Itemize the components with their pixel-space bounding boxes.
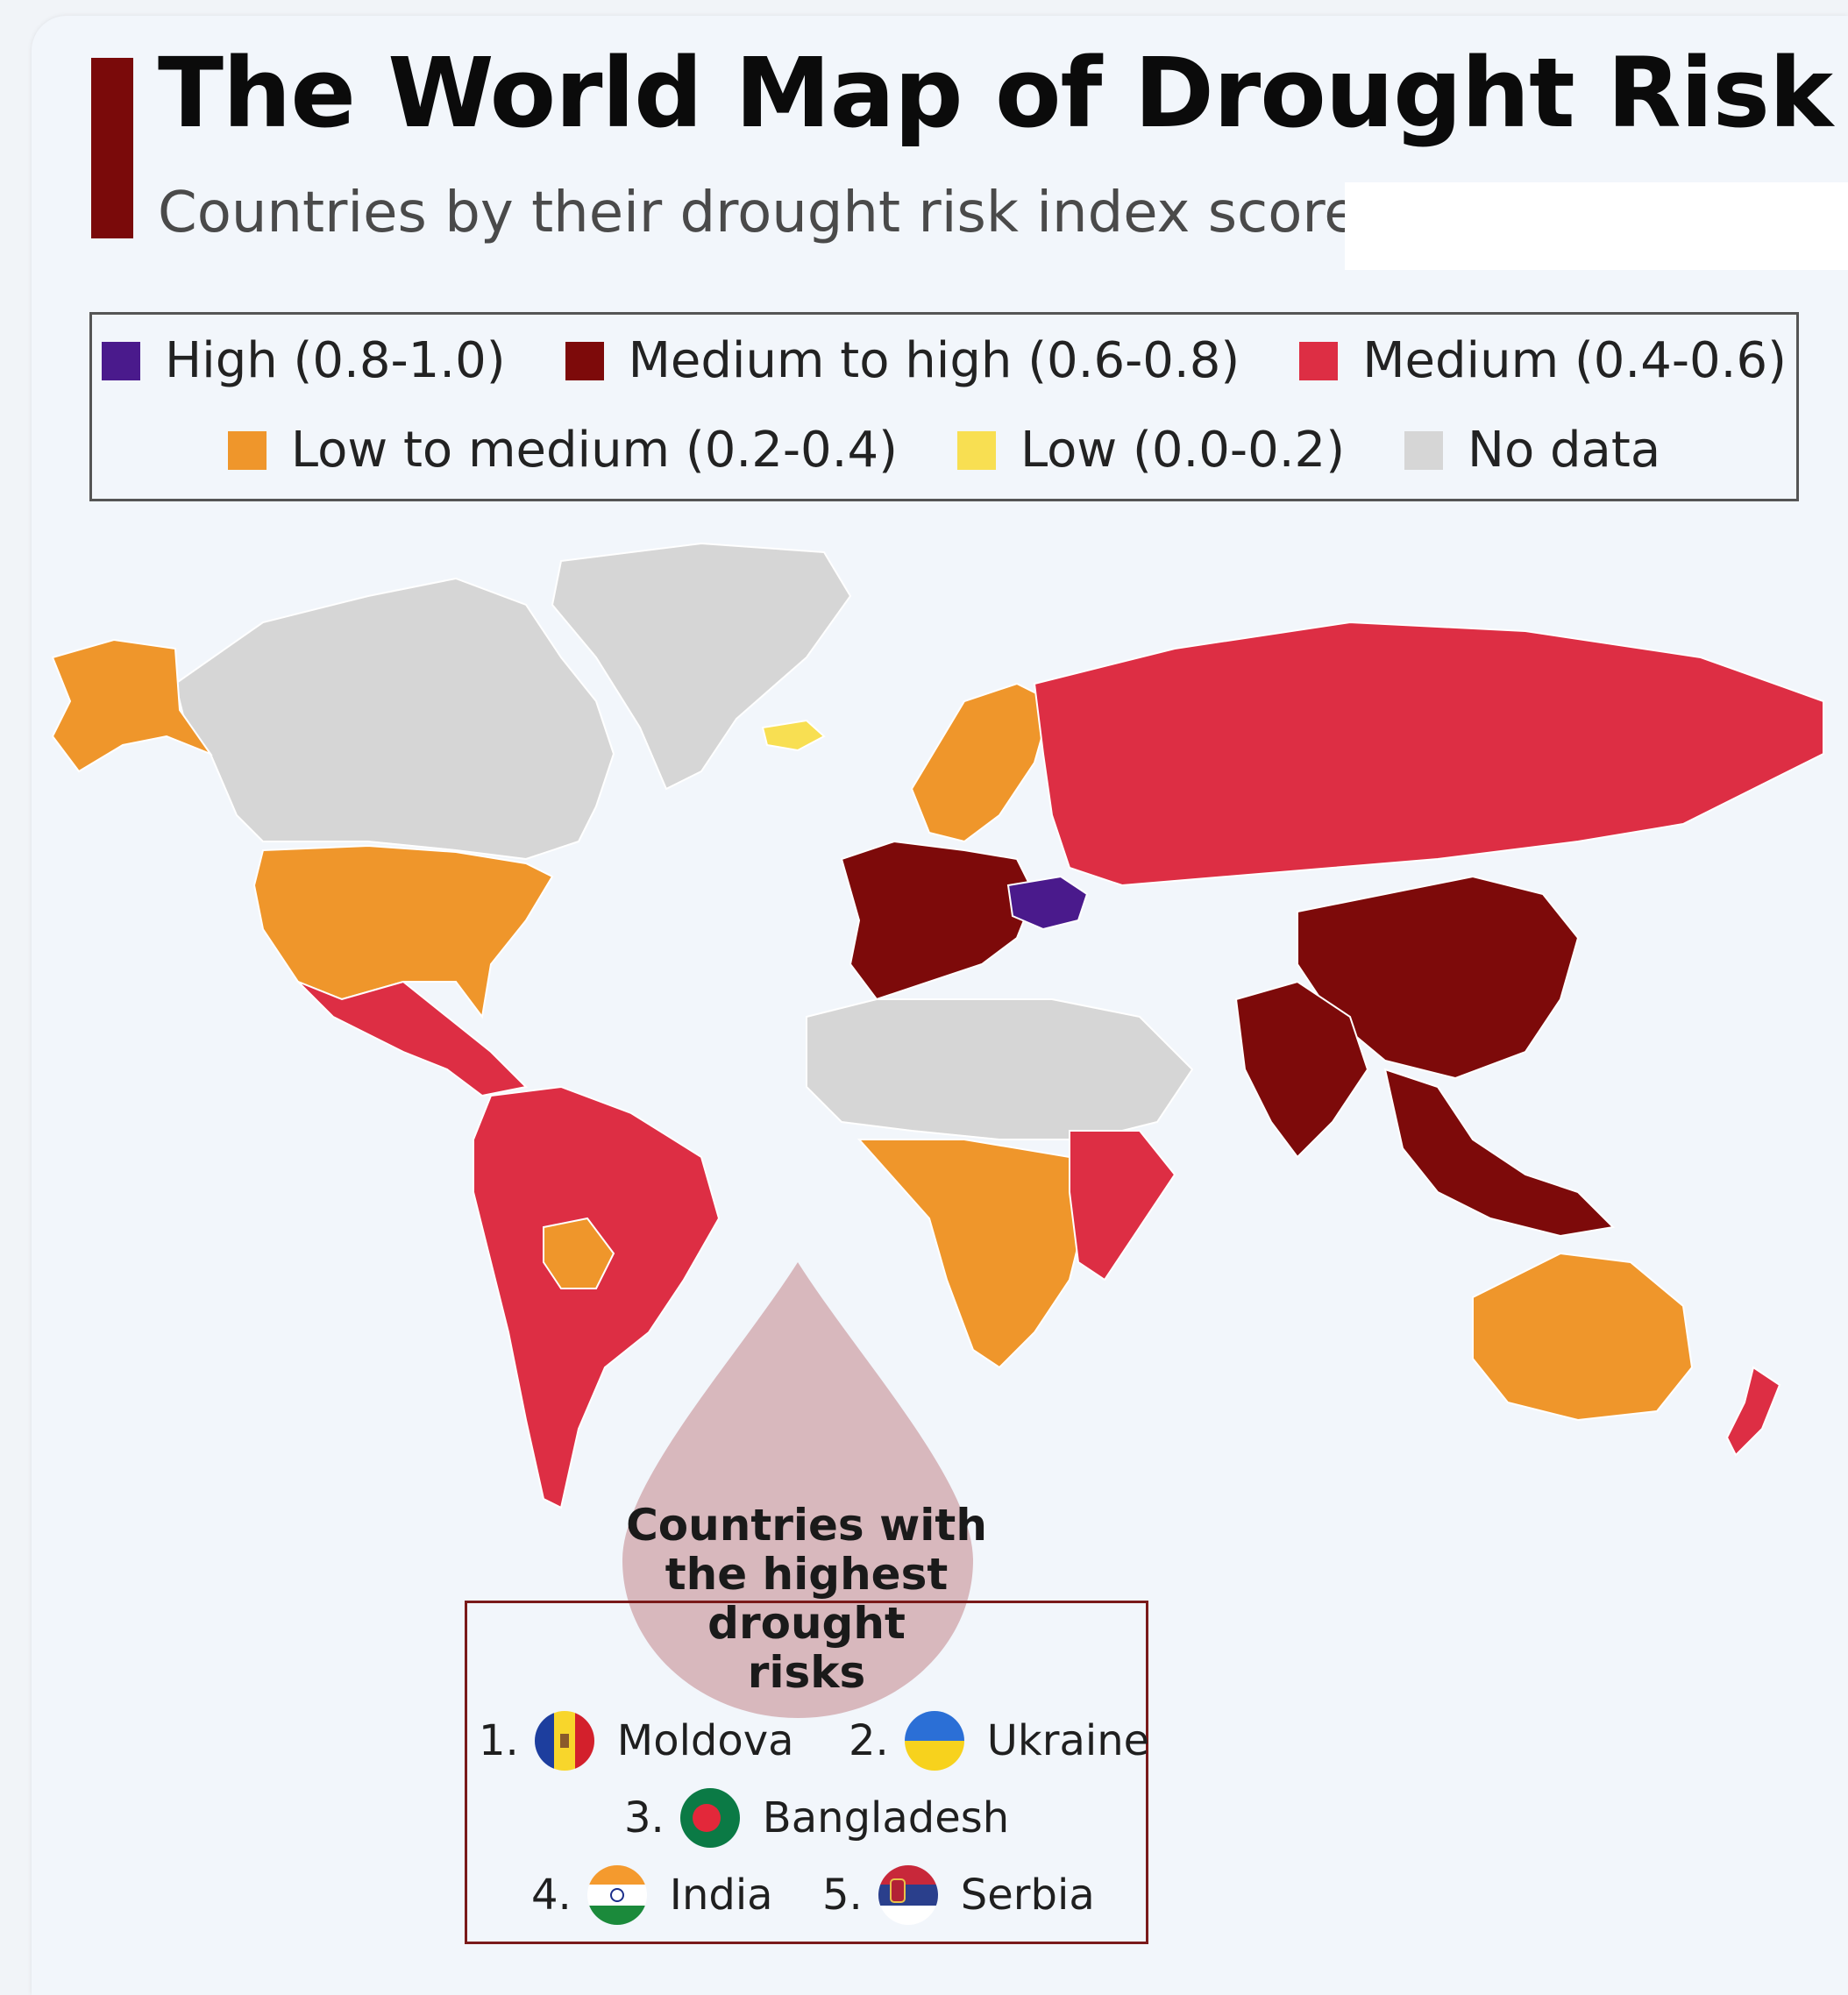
highest-heading-line: the highest — [665, 1549, 949, 1600]
region-russia — [1033, 621, 1824, 887]
region-western-europe — [840, 840, 1036, 1001]
legend-swatch — [956, 430, 996, 470]
moldova-flag-icon — [534, 1711, 594, 1771]
legend: High (0.8-1.0) Medium to high (0.6-0.8) … — [89, 312, 1799, 501]
legend-label: Low (0.0-0.2) — [1020, 422, 1346, 479]
highest-heading: Countries with the highest drought risks — [614, 1501, 999, 1697]
country-name: Bangladesh — [762, 1793, 1010, 1842]
legend-swatch — [565, 341, 604, 380]
rank-number: 2. — [849, 1716, 889, 1765]
legend-label: Medium to high (0.6-0.8) — [628, 332, 1240, 389]
legend-swatch — [102, 341, 141, 380]
region-bolivia — [543, 1217, 615, 1289]
page-subtitle: Countries by their drought risk index sc… — [158, 181, 1359, 245]
region-alaska — [51, 638, 213, 773]
region-sahara-arabia — [806, 998, 1194, 1140]
highest-heading-line: Countries with — [626, 1500, 987, 1551]
list-item: 2. Ukraine — [849, 1709, 1149, 1772]
page-title: The World Map of Drought Risk — [158, 37, 1833, 149]
bangladesh-flag-icon — [679, 1788, 740, 1848]
legend-swatch — [227, 430, 267, 470]
legend-row: High (0.8-1.0) Medium to high (0.6-0.8) … — [92, 332, 1796, 389]
legend-item-medium-high: Medium to high (0.6-0.8) — [565, 332, 1240, 389]
country-name: Moldova — [616, 1716, 794, 1765]
list-item: 3. Bangladesh — [624, 1786, 1009, 1849]
region-central-southern-africa — [856, 1139, 1089, 1369]
region-iceland — [761, 719, 826, 752]
region-ukraine — [1006, 875, 1089, 931]
rank-number: 4. — [531, 1871, 572, 1920]
white-patch — [1345, 182, 1848, 270]
region-greenland — [551, 542, 852, 791]
rank-number: 3. — [624, 1793, 665, 1842]
legend-item-low-medium: Low to medium (0.2-0.4) — [227, 422, 898, 479]
country-name: Ukraine — [986, 1716, 1150, 1765]
legend-label: No data — [1468, 422, 1661, 479]
country-name: Serbia — [960, 1871, 1095, 1920]
world-map — [51, 542, 1824, 1509]
legend-item-high: High (0.8-1.0) — [102, 332, 506, 389]
highest-heading-line: risks — [747, 1647, 866, 1698]
legend-item-no-data: No data — [1404, 422, 1660, 479]
list-item: 1. Moldova — [479, 1709, 794, 1772]
region-south-america — [473, 1085, 721, 1509]
region-india — [1234, 980, 1369, 1159]
legend-label: Low to medium (0.2-0.4) — [290, 422, 898, 479]
region-east-africa — [1069, 1130, 1176, 1281]
legend-item-medium: Medium (0.4-0.6) — [1299, 332, 1787, 389]
country-name: India — [669, 1871, 773, 1920]
legend-swatch — [1404, 430, 1444, 470]
region-usa — [252, 844, 554, 1019]
region-canada — [174, 577, 615, 861]
india-flag-icon — [586, 1865, 647, 1925]
highest-heading-line: drought — [707, 1598, 906, 1649]
legend-item-low: Low (0.0-0.2) — [956, 422, 1346, 479]
highest-risk-box — [465, 1601, 1148, 1944]
region-australia — [1472, 1252, 1694, 1422]
region-scandinavia — [910, 682, 1054, 843]
legend-label: High (0.8-1.0) — [165, 332, 506, 389]
legend-swatch — [1299, 341, 1339, 380]
legend-label: Medium (0.4-0.6) — [1362, 332, 1787, 389]
serbia-flag-icon — [878, 1865, 938, 1925]
rank-number: 5. — [822, 1871, 863, 1920]
title-accent-bar — [91, 58, 133, 238]
region-new-zealand — [1725, 1366, 1781, 1457]
drop-shape — [622, 1262, 973, 1718]
ukraine-flag-icon — [904, 1711, 964, 1771]
legend-row: Low to medium (0.2-0.4) Low (0.0-0.2) No… — [92, 422, 1796, 479]
drop-fill — [622, 1262, 973, 1718]
list-item: 4. India — [531, 1864, 773, 1927]
list-item: 5. Serbia — [822, 1864, 1095, 1927]
rank-number: 1. — [479, 1716, 519, 1765]
region-mexico-central-america — [297, 980, 529, 1097]
region-southeast-asia — [1383, 1068, 1616, 1238]
